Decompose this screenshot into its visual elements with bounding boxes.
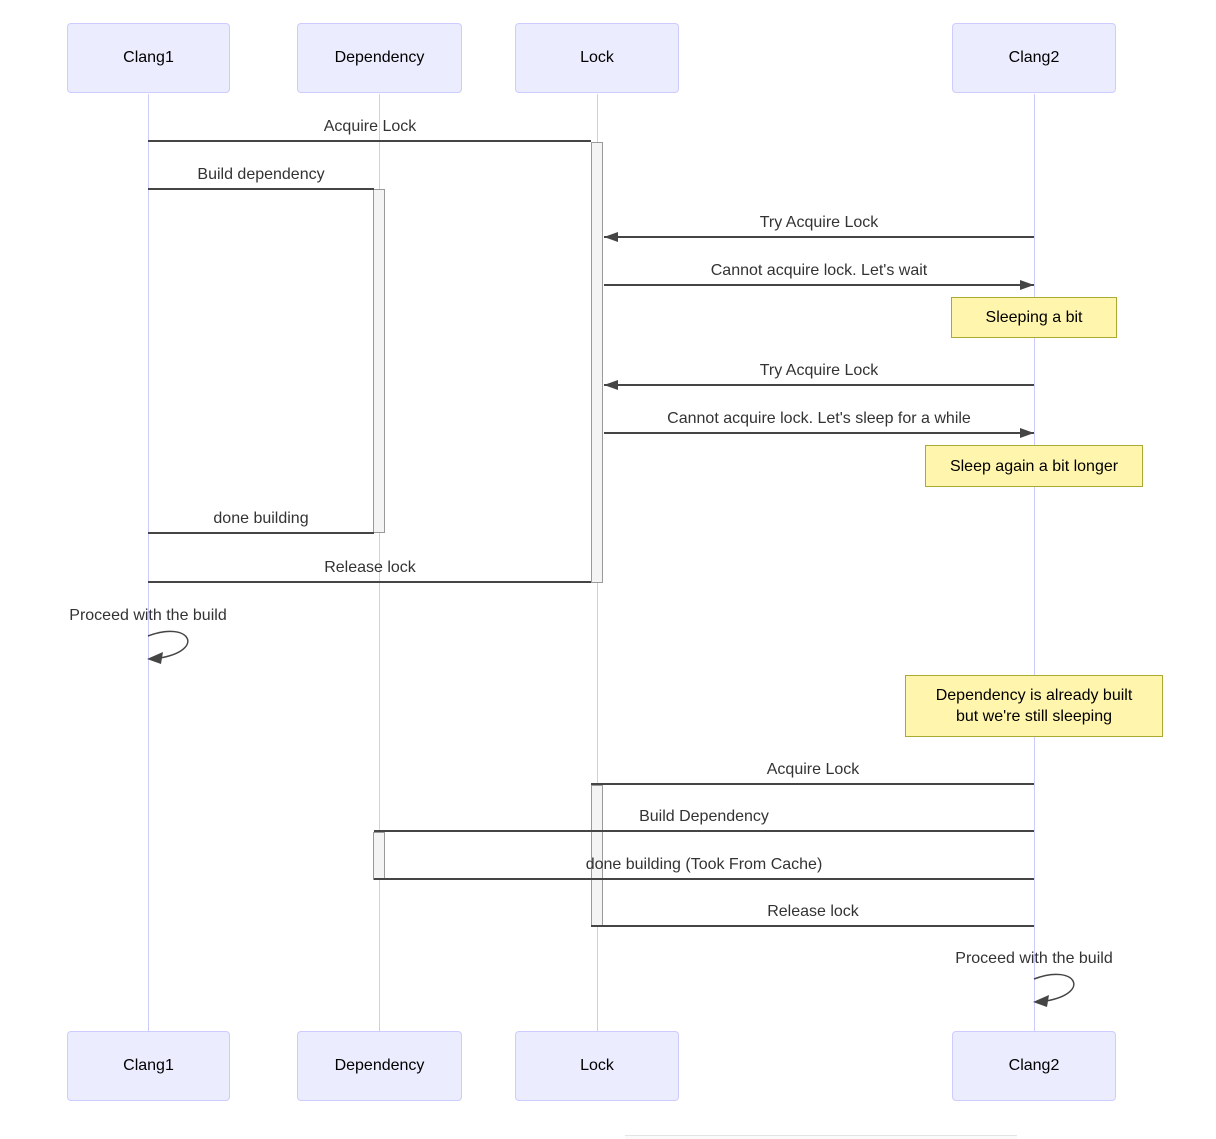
- participant-top-lock: Lock: [515, 23, 679, 93]
- message-line-done-building-cache: [374, 878, 1034, 880]
- message-label-try-acquire-lock-2: Try Acquire Lock: [759, 362, 879, 379]
- message-label-proceed-clang1: Proceed with the build: [69, 607, 227, 624]
- message-label-proceed-clang2: Proceed with the build: [955, 950, 1113, 967]
- message-label-acquire-lock-1: Acquire Lock: [323, 118, 417, 135]
- arrowhead-left-icon: [604, 380, 618, 390]
- arrowhead-left-icon: [604, 232, 618, 242]
- note-dependency-already-built: Dependency is already built but we're st…: [905, 675, 1163, 737]
- note-text-line1: Dependency is already built: [935, 687, 1133, 704]
- message-label-build-dependency-2: Build Dependency: [639, 808, 769, 825]
- message-line-try-acquire-lock-1: [604, 236, 1034, 238]
- participant-bottom-clang1: Clang1: [67, 1031, 230, 1101]
- self-loop-arrow-icon: [1033, 973, 1075, 1007]
- message-label-build-dependency-1: Build dependency: [197, 166, 325, 183]
- participant-bottom-clang2: Clang2: [952, 1031, 1116, 1101]
- note-text: Sleeping a bit: [985, 309, 1083, 326]
- message-label-done-building-cache: done building (Took From Cache): [585, 856, 823, 873]
- message-label-release-lock-2: Release lock: [767, 903, 859, 920]
- activation-lock-1: [591, 142, 603, 583]
- participant-label: Clang1: [123, 49, 174, 66]
- message-line-build-dependency-2: [374, 830, 1034, 832]
- participant-top-clang1: Clang1: [67, 23, 230, 93]
- participant-label: Dependency: [334, 49, 425, 66]
- participant-label: Clang2: [1008, 49, 1060, 66]
- clipped-bottom-element: [625, 1135, 1017, 1139]
- note-sleeping-a-bit: Sleeping a bit: [951, 297, 1117, 338]
- lifeline-clang2: [1034, 94, 1035, 1031]
- participant-label: Clang2: [1008, 1057, 1060, 1074]
- message-line-try-acquire-lock-2: [604, 384, 1034, 386]
- activation-dependency-2: [373, 832, 385, 880]
- message-line-acquire-lock-1: [148, 140, 591, 142]
- activation-lock-2: [591, 785, 603, 927]
- note-sleep-again: Sleep again a bit longer: [925, 445, 1143, 487]
- self-loop-arrow-icon: [147, 630, 189, 664]
- lifeline-dependency: [379, 94, 380, 1031]
- note-text-line2: but we're still sleeping: [955, 708, 1113, 725]
- message-line-build-dependency-1: [148, 188, 374, 190]
- participant-label: Lock: [580, 1057, 614, 1074]
- message-label-cannot-acquire-wait: Cannot acquire lock. Let's wait: [710, 262, 928, 279]
- participant-bottom-dependency: Dependency: [297, 1031, 462, 1101]
- message-line-release-lock-2: [591, 925, 1034, 927]
- message-label-done-building-1: done building: [213, 510, 309, 527]
- message-line-release-lock-1: [148, 581, 591, 583]
- participant-top-clang2: Clang2: [952, 23, 1116, 93]
- message-label-try-acquire-lock-1: Try Acquire Lock: [759, 214, 879, 231]
- message-label-release-lock-1: Release lock: [324, 559, 416, 576]
- message-label-acquire-lock-2: Acquire Lock: [766, 761, 860, 778]
- message-line-cannot-acquire-wait: [604, 284, 1034, 286]
- activation-dependency-1: [373, 189, 385, 533]
- message-line-done-building-1: [148, 532, 374, 534]
- lifeline-clang1: [148, 94, 149, 1031]
- message-line-acquire-lock-2: [591, 783, 1034, 785]
- message-line-cannot-acquire-sleep: [604, 432, 1034, 434]
- participant-bottom-lock: Lock: [515, 1031, 679, 1101]
- note-text: Sleep again a bit longer: [949, 457, 1119, 475]
- arrowhead-right-icon: [1020, 428, 1034, 438]
- participant-top-dependency: Dependency: [297, 23, 462, 93]
- participant-label: Lock: [580, 49, 614, 66]
- arrowhead-right-icon: [1020, 280, 1034, 290]
- participant-label: Clang1: [123, 1057, 174, 1074]
- message-label-cannot-acquire-sleep: Cannot acquire lock. Let's sleep for a w…: [667, 410, 971, 427]
- participant-label: Dependency: [334, 1057, 425, 1074]
